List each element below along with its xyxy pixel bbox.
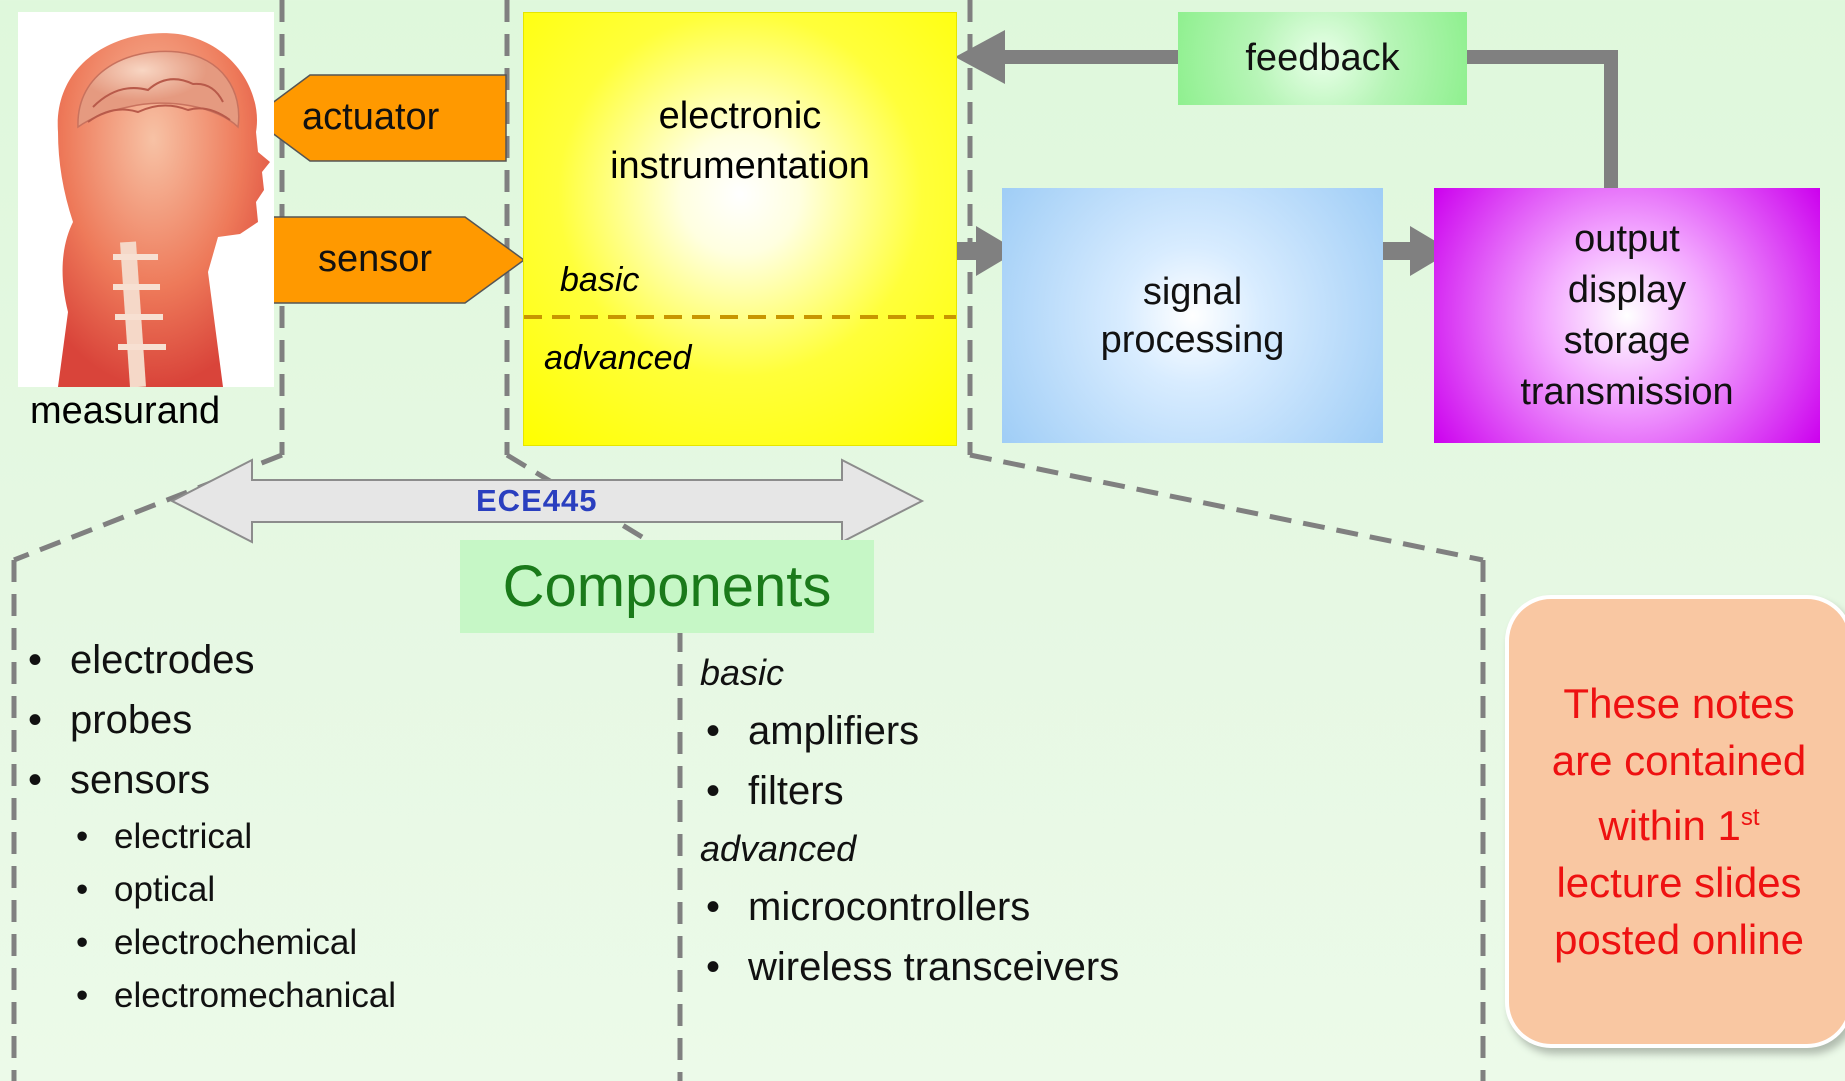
note-line3: within 1st: [1509, 789, 1845, 854]
notes-callout: These notes are contained within 1st lec…: [1505, 595, 1845, 1048]
note-line1: These notes: [1563, 680, 1795, 727]
signal-processing-line2: processing: [1100, 318, 1285, 361]
head-anatomy-icon: [18, 12, 274, 388]
output-line1: output: [1574, 217, 1680, 260]
feedback-block: feedback: [1178, 12, 1467, 105]
list-item-electromechanical: electromechanical: [72, 969, 396, 1022]
output-line4: transmission: [1520, 370, 1734, 413]
actuator-label: actuator: [302, 96, 440, 138]
components-left-list: electrodes probes sensors electrical opt…: [22, 630, 396, 1022]
components-right-list: basic amplifiers filters advanced microc…: [700, 645, 1119, 997]
list-item-probes: probes: [22, 690, 396, 750]
note-line3-sup: st: [1740, 804, 1760, 831]
signal-processing-line1: signal: [1142, 270, 1243, 313]
list-item-electrodes: electrodes: [22, 630, 396, 690]
ece445-double-arrow: [169, 458, 925, 544]
feedback-label: feedback: [1245, 37, 1400, 79]
list-item-amplifiers: amplifiers: [700, 701, 1119, 761]
instrumentation-title-line1: electronic: [658, 95, 822, 137]
measurand-label: measurand: [30, 390, 221, 432]
measurand-illustration: [18, 12, 274, 388]
ece445-label: ECE445: [476, 483, 598, 518]
advanced-heading: advanced: [700, 828, 857, 869]
note-line4: lecture slides: [1556, 859, 1802, 906]
sensor-types-list: electrical optical electrochemical elect…: [72, 810, 396, 1022]
instrumentation-title-line2: instrumentation: [610, 145, 870, 187]
arrow-sp-to-out-head: [1410, 226, 1452, 276]
output-line2: display: [1567, 268, 1687, 311]
arrow-instr-to-sp-head: [976, 226, 1018, 276]
output-block: output display storage transmission: [1434, 188, 1820, 443]
feedback-arrow-head: [955, 30, 1005, 84]
instrumentation-basic-label: basic: [560, 261, 640, 299]
list-item-electrochemical: electrochemical: [72, 916, 396, 969]
electronic-instrumentation-block: electronic instrumentation basic advance…: [523, 12, 957, 446]
list-item-filters: filters: [700, 761, 1119, 821]
list-item-microcontrollers: microcontrollers: [700, 877, 1119, 937]
basic-heading: basic: [700, 652, 785, 693]
signal-processing-block: signal processing: [1002, 188, 1383, 443]
list-item-optical: optical: [72, 863, 396, 916]
feedback-line-right: [1467, 50, 1618, 188]
components-title: Components: [460, 540, 874, 633]
list-item-electrical: electrical: [72, 810, 396, 863]
list-item-sensors: sensors: [22, 750, 396, 810]
list-item-wireless-transceivers: wireless transceivers: [700, 937, 1119, 997]
output-line3: storage: [1563, 319, 1691, 362]
dashed-diagonal-right: [969, 452, 1484, 563]
note-line3-prefix: within 1: [1598, 802, 1741, 849]
instrumentation-advanced-label: advanced: [544, 339, 692, 377]
sensor-label: sensor: [318, 238, 433, 280]
actuator-arrow: [250, 74, 507, 162]
note-line2: are contained: [1551, 737, 1807, 784]
note-line5: posted online: [1554, 916, 1804, 963]
basic-advanced-divider: [524, 315, 956, 319]
